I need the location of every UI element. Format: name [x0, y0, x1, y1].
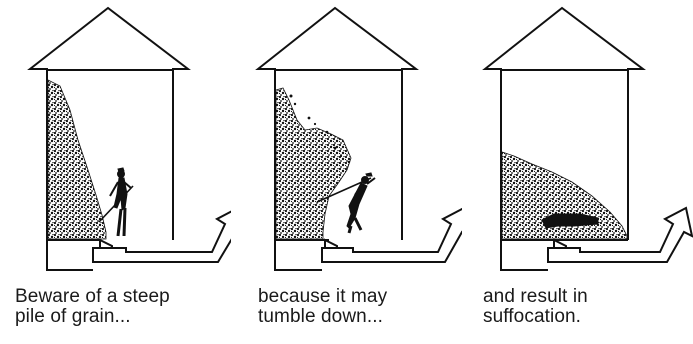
bin-foundation — [47, 240, 93, 270]
grain-flow-arrow — [322, 208, 462, 262]
bin-foundation — [501, 240, 548, 270]
bin-roof — [258, 8, 416, 70]
bin-illustration-suffocation — [462, 0, 693, 284]
caption-panel-1: Beware of a steep pile of grain... — [15, 287, 170, 327]
caption-line-1: Beware of a steep — [15, 287, 170, 307]
caption-line-2: pile of grain... — [15, 307, 170, 327]
caption-line-2: tumble down... — [258, 307, 387, 327]
panel-suffocation: and result in suffocation. — [462, 0, 693, 284]
bin-illustration-steep-pile — [0, 0, 231, 284]
panel-steep-pile: Beware of a steep pile of grain... — [0, 0, 231, 284]
grain-flow-arrow — [93, 208, 231, 262]
caption-line-1: because it may — [258, 287, 387, 307]
bin-roof — [485, 8, 643, 70]
caption-line-1: and result in — [483, 287, 588, 307]
caption-line-2: suffocation. — [483, 307, 588, 327]
caption-panel-3: and result in suffocation. — [483, 287, 588, 327]
caption-panel-2: because it may tumble down... — [258, 287, 387, 327]
bin-foundation — [275, 240, 322, 270]
grain-pile — [48, 80, 106, 239]
bin-roof — [30, 8, 188, 70]
bin-illustration-tumble-down — [231, 0, 462, 284]
grain-pile-collapsing — [276, 88, 351, 239]
panel-tumble-down: because it may tumble down... — [231, 0, 462, 284]
